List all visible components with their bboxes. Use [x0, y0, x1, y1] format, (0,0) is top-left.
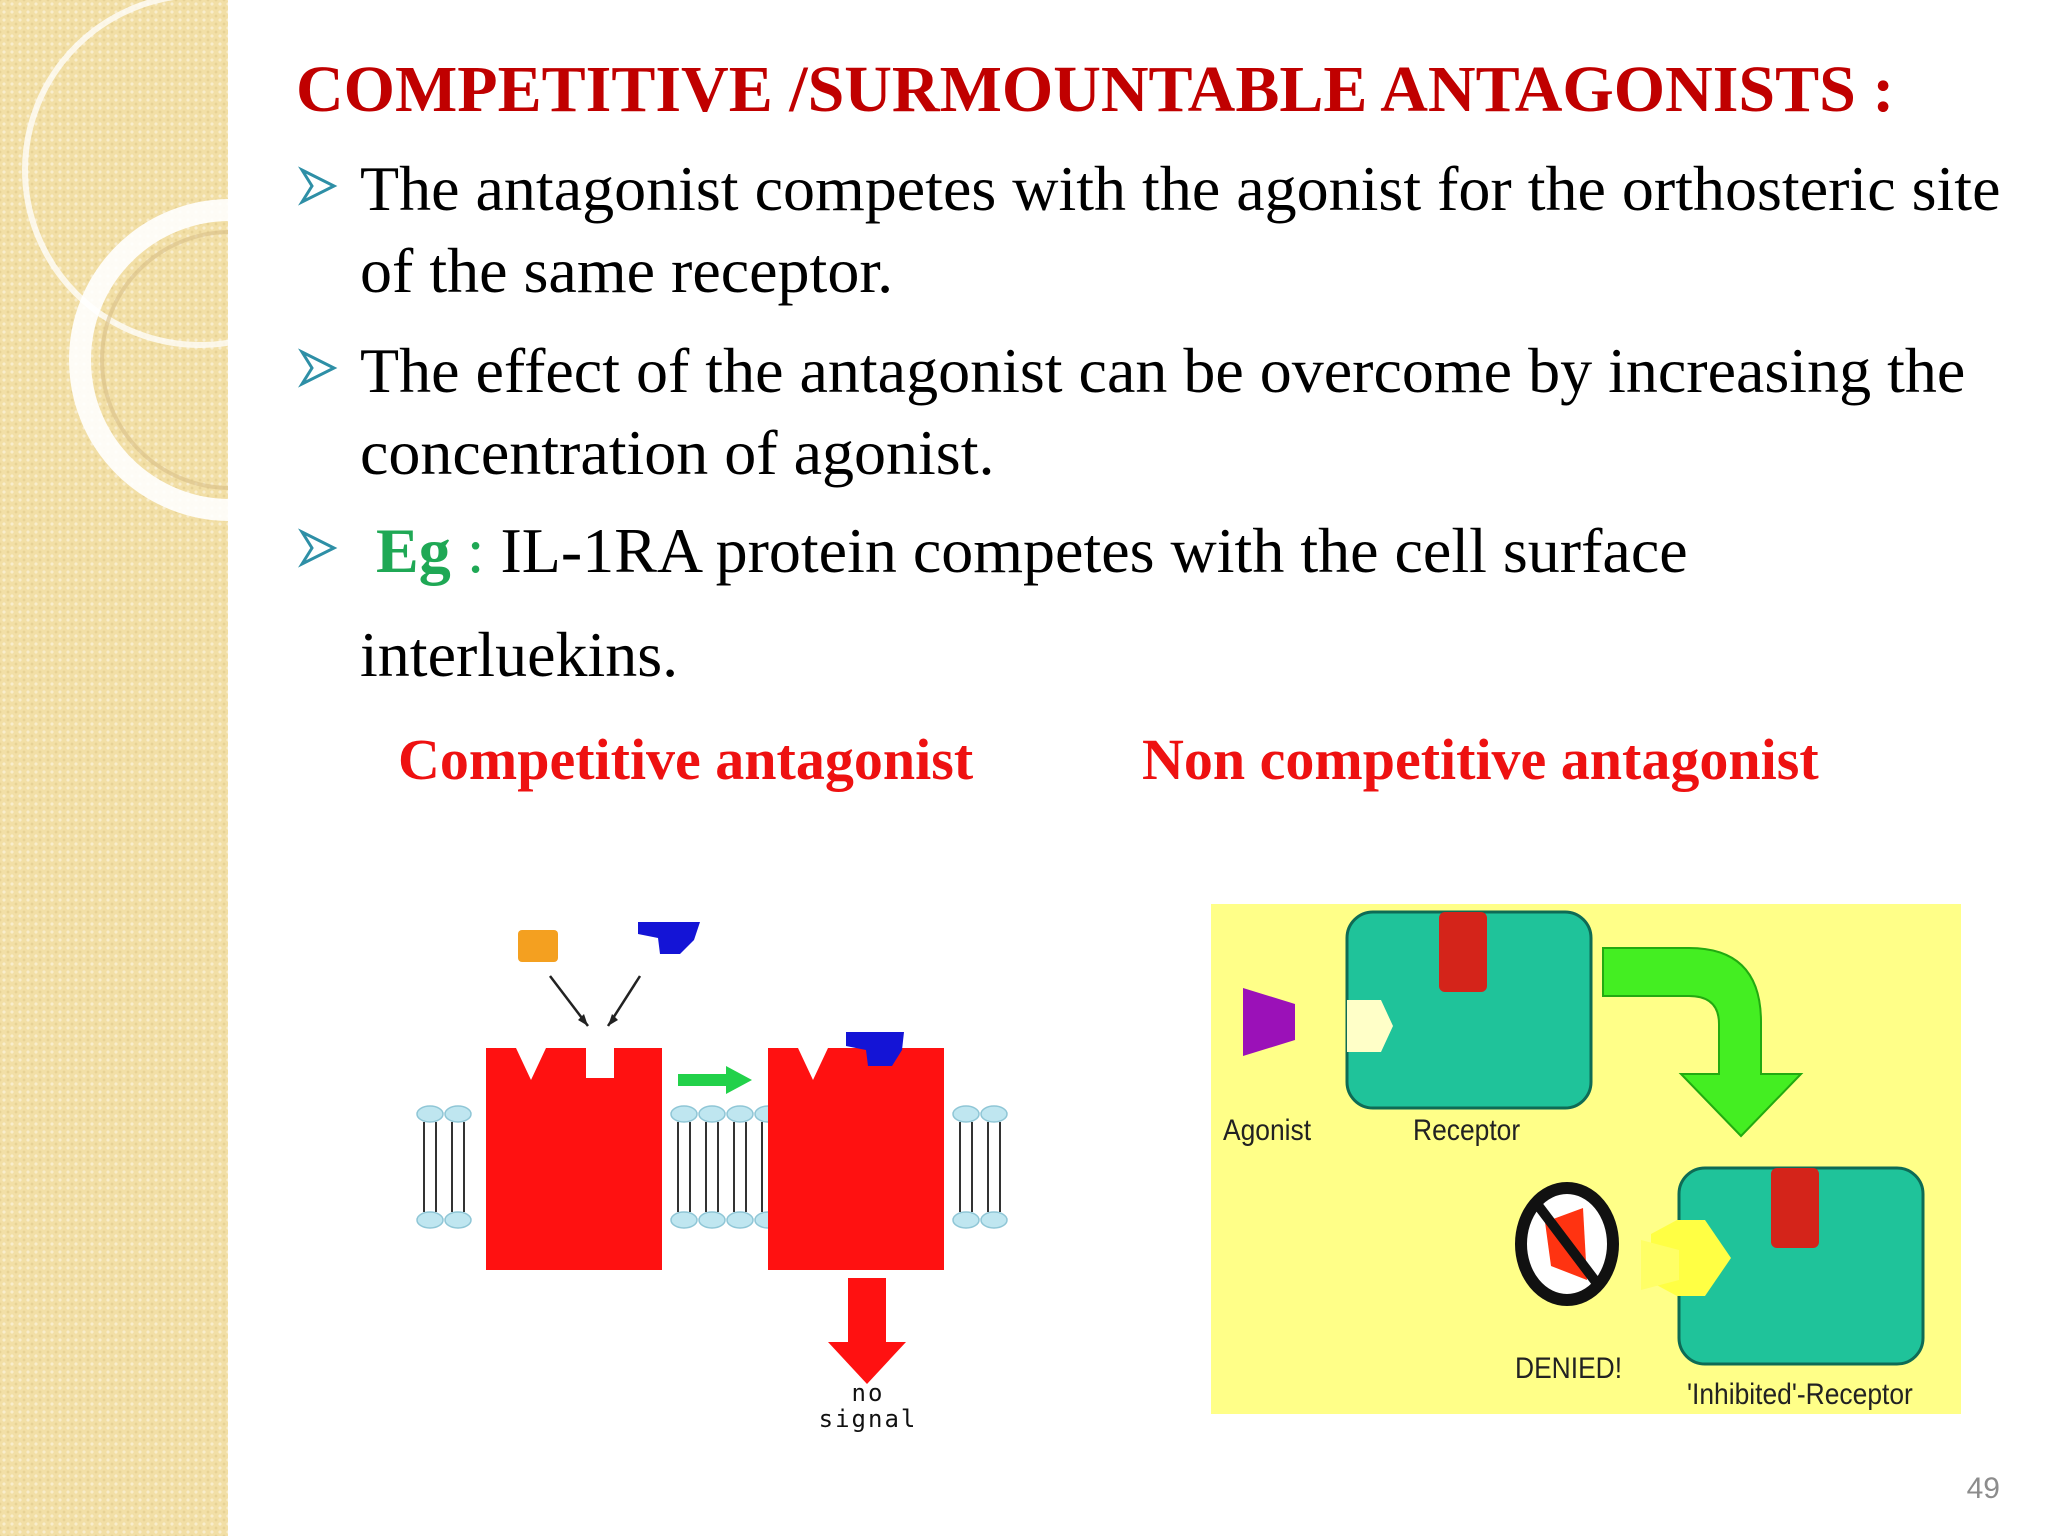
non-competitive-antagonist-diagram: Agonist Receptor DENIED! 'Inhibited'-Rec…	[1211, 904, 1961, 1414]
decorative-rings	[22, 0, 228, 521]
arrow-right-bullet-icon	[298, 528, 338, 568]
decorative-side-strip	[0, 0, 228, 1536]
denied-label: DENIED!	[1515, 1352, 1623, 1385]
antagonist-ligand	[638, 922, 700, 954]
slide-title: COMPETITIVE /SURMOUNTABLE ANTAGONISTS :	[296, 53, 1895, 126]
arrow-right-bullet-icon	[298, 348, 338, 388]
receptor-label: Receptor	[1413, 1114, 1521, 1147]
caption-non-competitive: Non competitive antagonist	[1142, 727, 1819, 792]
example-text: IL-1RA protein competes with the cell su…	[484, 515, 1688, 586]
example-colon: :	[450, 515, 485, 586]
green-arrow	[678, 1074, 728, 1086]
example-prefix: Eg	[376, 515, 451, 586]
agonist-label: Agonist	[1223, 1114, 1312, 1147]
inhibited-receptor-label: 'Inhibited'-Receptor	[1687, 1378, 1913, 1411]
bullet-item: The antagonist competes with the agonist…	[298, 148, 2018, 312]
competitive-antagonist-diagram: no signal	[318, 900, 1118, 1440]
bullet-text: Eg : IL-1RA protein competes with the ce…	[360, 510, 2018, 592]
bullet-text: The antagonist competes with the agonist…	[360, 153, 2001, 306]
antagonist-bound	[846, 1032, 904, 1066]
caption-competitive: Competitive antagonist	[398, 727, 974, 792]
agonist-ligand	[518, 930, 558, 962]
binding-site-top	[1347, 1000, 1393, 1052]
lipid-bilayer	[416, 1105, 1008, 1229]
membrane-illustration	[416, 922, 1008, 1384]
receptor-illustration	[1243, 910, 1925, 1366]
allosteric-site-bottom	[1771, 1168, 1819, 1248]
receptor-free	[486, 1048, 662, 1270]
bullet-text: The effect of the antagonist can be over…	[360, 335, 1966, 488]
green-curved-arrow	[1602, 947, 1804, 1138]
allosteric-site-top	[1439, 912, 1487, 992]
no-entry-icon	[1515, 1182, 1619, 1306]
bullet-item: The effect of the antagonist can be over…	[298, 330, 2018, 494]
no-signal-label: no signal	[818, 1379, 918, 1433]
no-signal-arrow	[848, 1278, 886, 1344]
receptor-blocked	[768, 1048, 944, 1270]
page-number: 49	[1966, 1472, 2000, 1505]
arrow-right-bullet-icon	[298, 166, 338, 206]
bullet-item: Eg : IL-1RA protein competes with the ce…	[298, 510, 2018, 696]
agonist-shape	[1243, 988, 1295, 1056]
example-continuation: interluekins.	[360, 619, 679, 690]
